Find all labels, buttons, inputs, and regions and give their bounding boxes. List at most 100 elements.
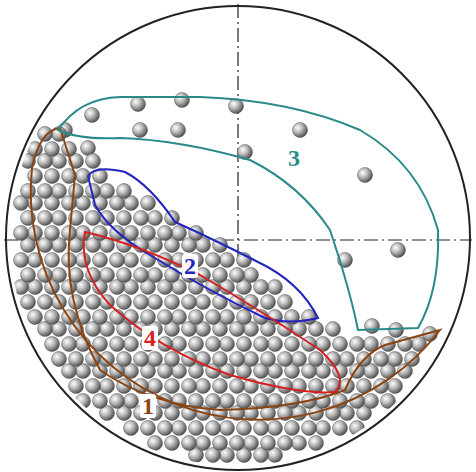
ball	[148, 352, 163, 367]
ball	[110, 394, 125, 409]
ball	[350, 337, 365, 352]
ball	[86, 295, 101, 310]
ball	[124, 421, 139, 436]
ball	[316, 421, 331, 436]
ball	[76, 253, 91, 268]
ball	[254, 337, 269, 352]
ball	[374, 352, 389, 367]
ball	[93, 310, 108, 325]
ball	[196, 436, 211, 451]
ball	[62, 337, 77, 352]
ball	[213, 436, 228, 451]
ball	[358, 168, 373, 183]
ball	[52, 268, 67, 283]
ball	[244, 268, 259, 283]
ball	[333, 337, 348, 352]
ball	[172, 226, 187, 241]
ball	[69, 352, 84, 367]
ball	[340, 352, 355, 367]
ball	[45, 142, 60, 157]
ball	[117, 184, 132, 199]
ball	[230, 352, 245, 367]
ball	[28, 310, 43, 325]
ball	[133, 123, 148, 138]
ball	[93, 394, 108, 409]
ball	[244, 436, 259, 451]
ball	[158, 226, 173, 241]
ball	[220, 253, 235, 268]
ball	[213, 379, 228, 394]
ball	[100, 211, 115, 226]
ball	[309, 352, 324, 367]
ball	[285, 421, 300, 436]
ball	[333, 421, 348, 436]
region-3-outline	[58, 97, 438, 330]
ball-charge	[14, 93, 438, 463]
ball	[165, 295, 180, 310]
ball	[134, 211, 149, 226]
ball	[237, 310, 252, 325]
ball	[293, 123, 308, 138]
ball	[206, 421, 221, 436]
ball	[268, 421, 283, 436]
ball	[86, 211, 101, 226]
ball	[189, 421, 204, 436]
ball	[278, 436, 293, 451]
ball	[261, 295, 276, 310]
ball	[237, 394, 252, 409]
ball	[189, 337, 204, 352]
ball	[14, 253, 29, 268]
ball	[230, 379, 245, 394]
vertical-axis	[237, 4, 238, 290]
ball	[69, 379, 84, 394]
ball	[38, 184, 53, 199]
ball	[182, 379, 197, 394]
region-number: 3	[286, 146, 302, 170]
ball	[365, 319, 380, 334]
ball	[261, 352, 276, 367]
ball	[81, 141, 96, 156]
ball	[278, 352, 293, 367]
ball	[254, 421, 269, 436]
ball	[389, 323, 404, 338]
ball	[171, 123, 186, 138]
ball	[302, 421, 317, 436]
ball	[52, 352, 67, 367]
ball	[76, 394, 91, 409]
ball	[124, 394, 139, 409]
ball	[117, 295, 132, 310]
ball	[134, 352, 149, 367]
ball	[45, 310, 60, 325]
ball	[278, 379, 293, 394]
ball	[254, 280, 269, 295]
ball	[148, 295, 163, 310]
ball	[285, 394, 300, 409]
ball	[110, 337, 125, 352]
ball	[206, 310, 221, 325]
ball	[124, 253, 139, 268]
ball	[381, 394, 396, 409]
ball	[206, 394, 221, 409]
ball	[182, 436, 197, 451]
ball	[148, 436, 163, 451]
ball	[213, 268, 228, 283]
ball	[182, 352, 197, 367]
ball	[165, 436, 180, 451]
ball	[52, 211, 67, 226]
ball	[117, 211, 132, 226]
ball	[309, 436, 324, 451]
ball	[220, 337, 235, 352]
ball	[388, 379, 403, 394]
ball	[141, 196, 156, 211]
ball	[237, 421, 252, 436]
region-4-outline	[84, 232, 340, 392]
ball	[141, 421, 156, 436]
ball	[38, 295, 53, 310]
ball	[220, 421, 235, 436]
ball	[196, 379, 211, 394]
ball	[45, 169, 60, 184]
ball	[196, 295, 211, 310]
ball	[38, 211, 53, 226]
ball	[220, 310, 235, 325]
